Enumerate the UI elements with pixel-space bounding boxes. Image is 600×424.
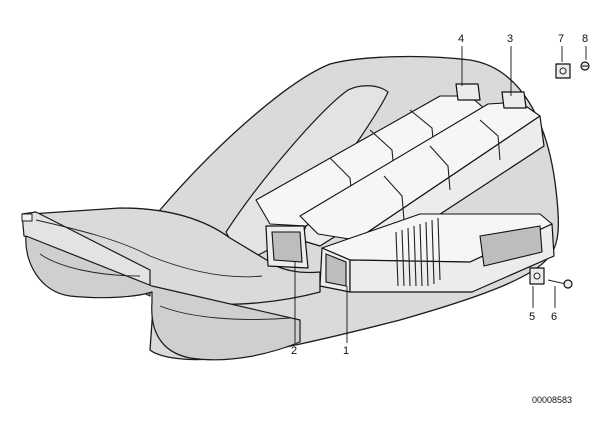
screw-right-rear [580, 61, 590, 71]
callout-2: 2 [291, 345, 297, 357]
callout-1: 1 [343, 345, 349, 357]
clip-right-rear [555, 63, 571, 79]
callout-5: 5 [529, 311, 535, 323]
callout-8: 8 [582, 33, 588, 45]
reference-number: 00008583 [532, 395, 572, 405]
air-duct-front-right [319, 213, 555, 293]
clip [529, 267, 545, 285]
seat-lower-shell [25, 235, 301, 361]
leader-lines [294, 46, 587, 343]
duct-outlet [325, 253, 347, 287]
callout-3: 3 [507, 33, 513, 45]
callout-7: 7 [558, 33, 564, 45]
air-duct-front-left [265, 225, 309, 269]
duct-bellows [395, 217, 441, 287]
callout-4: 4 [458, 33, 464, 45]
duct-mount-tab-4 [455, 83, 481, 101]
duct-mount-tab-3 [501, 91, 527, 109]
callout-6: 6 [551, 311, 557, 323]
screw [547, 279, 573, 289]
callouts: 1 2 3 4 5 6 7 8 [291, 33, 588, 357]
